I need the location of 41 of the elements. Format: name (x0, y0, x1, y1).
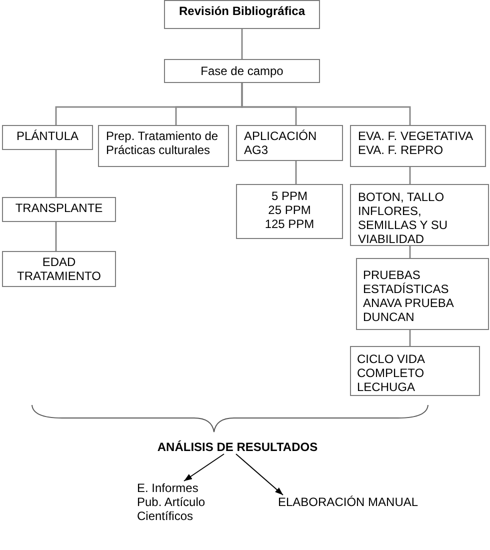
arrow (236, 454, 284, 496)
process-box (350, 184, 489, 246)
arrow (184, 454, 224, 482)
connector-line (241, 83, 411, 125)
process-box (236, 184, 343, 239)
process-box (350, 346, 480, 396)
box-text: TRANSPLANTE (14, 201, 104, 215)
connector-line (55, 222, 57, 251)
box-text: PLÁNTULA (15, 129, 80, 143)
box-text: PRUEBAS ESTADÍSTICAS ANAVA PRUEBA DUNCAN (363, 268, 455, 324)
process-box (350, 125, 486, 167)
box-text: EVA. F. VEGETATIVA (358, 129, 474, 143)
process-box (2, 251, 116, 287)
box-text: Revisión Bibliográfica (178, 4, 306, 18)
connector-line (241, 29, 243, 59)
connector-line (409, 330, 411, 346)
box-text: CICLO VIDA COMPLETO LECHUGA (357, 352, 426, 394)
box-text: APLICACIÓN AG3 (244, 129, 318, 157)
output-text: Pub. Artículo Científicos (137, 495, 206, 523)
box-text: 5 PPM (270, 189, 308, 203)
connector-line (409, 167, 411, 184)
box-text: BOTON, TALLO INFLORES, SEMILLAS Y SU VIABILIDAD (358, 190, 449, 246)
output-text: ELABORACIÓN MANUAL (278, 495, 420, 509)
process-box (2, 125, 93, 150)
box-text: Fase de campo (200, 64, 284, 78)
box-text: EDAD TRATAMIENTO (16, 255, 102, 283)
connector-line (55, 150, 57, 197)
box-text: Prep. Tratamiento de Prácticas culturales (106, 129, 220, 157)
process-box (236, 125, 343, 161)
process-box (2, 197, 116, 222)
output-text: E. Informes (137, 481, 200, 495)
connector-line (295, 161, 297, 184)
process-box (164, 59, 320, 83)
process-box (98, 125, 229, 167)
box-text: EVA. F. REPRO (358, 143, 444, 157)
section-heading: ANÁLISIS DE RESULTADOS (156, 440, 319, 454)
connector-line (409, 246, 411, 258)
process-box (164, 0, 320, 29)
box-text: 25 PPM (267, 203, 312, 217)
box-text: 125 PPM (264, 217, 316, 231)
process-box (356, 258, 489, 330)
